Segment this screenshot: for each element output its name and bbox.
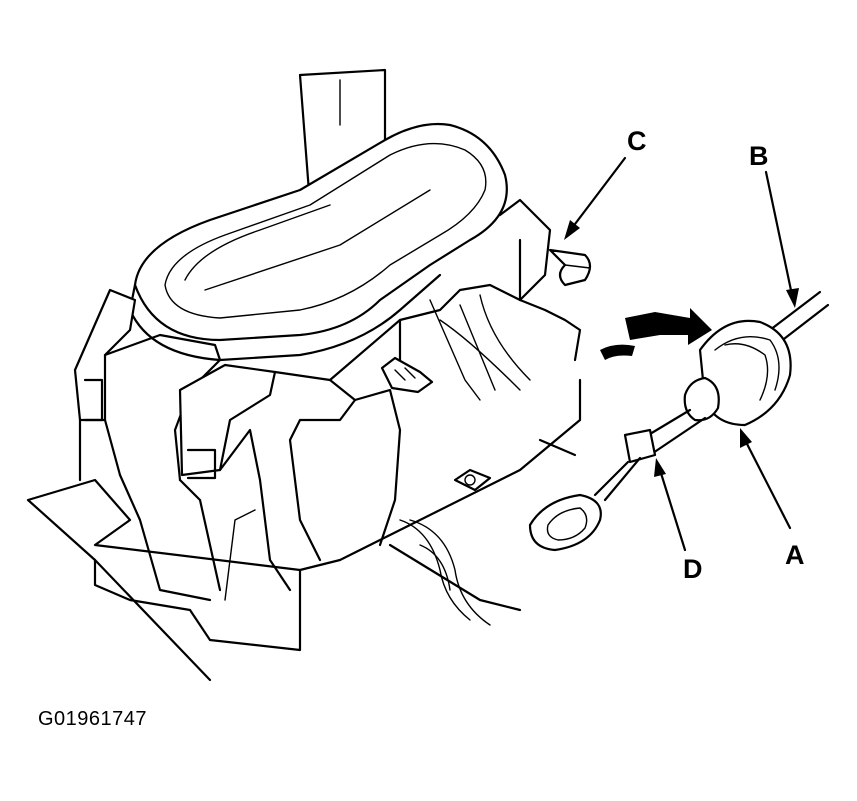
shift-cable-assembly: [528, 290, 830, 552]
cable-bracket: [380, 356, 434, 394]
callout-b: B: [749, 141, 769, 171]
callout-c: C: [627, 126, 647, 156]
figure-id: G01961747: [38, 708, 148, 730]
callout-a: A: [785, 540, 805, 570]
leader-arrow-d: [654, 458, 687, 552]
clip-c: [548, 248, 592, 287]
indicator-housing: [128, 122, 508, 362]
base-plate: [26, 378, 582, 682]
leader-arrow-a: [740, 428, 792, 530]
callout-d: D: [683, 554, 703, 584]
removal-direction-arrow: [600, 308, 712, 360]
console-body: [73, 198, 582, 602]
leader-arrow-b: [764, 170, 799, 308]
leader-arrow-c: [564, 156, 627, 240]
